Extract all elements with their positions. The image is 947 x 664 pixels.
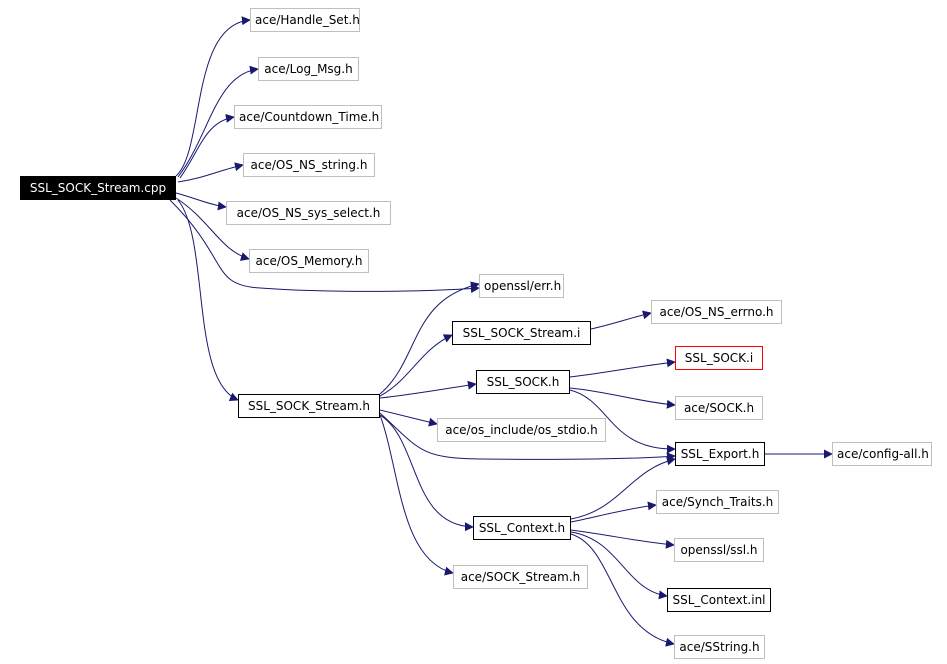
node-sstring-h[interactable]: ace/SString.h	[674, 635, 765, 659]
node-os-memory-h[interactable]: ace/OS_Memory.h	[249, 249, 369, 273]
node-ssl-export-h[interactable]: SSL_Export.h	[675, 442, 765, 466]
edge-context-sstring	[570, 533, 675, 647]
edge-stream-h-openssl-err	[379, 281, 480, 395]
edge-root-os-ns-sys-select	[175, 192, 227, 211]
node-ssl-sock-stream-i[interactable]: SSL_SOCK_Stream.i	[452, 321, 591, 345]
node-ssl-context-inl[interactable]: SSL_Context.inl	[667, 588, 771, 612]
edge-context-synch-traits	[570, 501, 657, 523]
node-ssl-sock-stream-h[interactable]: SSL_SOCK_Stream.h	[238, 394, 380, 418]
node-countdown-time-h[interactable]: ace/Countdown_Time.h	[234, 105, 382, 129]
node-ssl-sock-stream-cpp[interactable]: SSL_SOCK_Stream.cpp	[20, 176, 176, 200]
node-synch-traits-h[interactable]: ace/Synch_Traits.h	[656, 490, 779, 514]
edge-root-os-memory	[175, 197, 250, 261]
node-ace-sock-stream-h[interactable]: ace/SOCK_Stream.h	[453, 565, 588, 589]
edge-ssl-sock-h-ace-sock	[569, 387, 676, 409]
edge-ssl-sock-h-ssl-export	[569, 389, 676, 454]
edge-root-openssl-err	[169, 199, 480, 294]
edge-root-os-ns-string	[177, 162, 244, 183]
edge-ssl-sock-h-ssl-sock-i	[569, 358, 676, 378]
edge-root-ssl-sock-stream-h	[177, 199, 239, 402]
node-os-stdio-h[interactable]: ace/os_include/os_stdio.h	[437, 418, 606, 442]
node-openssl-err-h[interactable]: openssl/err.h	[479, 274, 564, 298]
edge-context-openssl-ssl	[570, 529, 675, 549]
edge-root-countdown-time	[179, 113, 235, 179]
edge-root-log-msg	[177, 65, 259, 178]
node-os-ns-sys-select-h[interactable]: ace/OS_NS_sys_select.h	[226, 201, 391, 225]
node-ssl-context-h[interactable]: SSL_Context.h	[473, 516, 571, 540]
edge-stream-h-ace-sock-stream	[379, 414, 454, 576]
edge-stream-h-ssl-context-h	[379, 414, 474, 532]
node-openssl-ssl-h[interactable]: openssl/ssl.h	[674, 538, 764, 562]
edge-stream-h-os-stdio	[379, 409, 438, 427]
node-ssl-sock-i[interactable]: SSL_SOCK.i	[675, 346, 763, 370]
node-handle-set-h[interactable]: ace/Handle_Set.h	[250, 8, 360, 32]
node-log-msg-h[interactable]: ace/Log_Msg.h	[258, 57, 359, 81]
edge-context-context-inl	[570, 531, 668, 600]
edge-stream-h-stream-i	[379, 334, 453, 397]
edge-stream-h-ssl-export	[379, 412, 676, 462]
node-os-ns-string-h[interactable]: ace/OS_NS_string.h	[243, 153, 375, 177]
node-ssl-sock-h[interactable]: SSL_SOCK.h	[476, 370, 570, 394]
edge-root-handle-set	[175, 16, 251, 177]
node-ace-sock-h[interactable]: ace/SOCK.h	[675, 396, 763, 420]
edge-stream-h-ssl-sock-h	[379, 380, 477, 399]
node-os-ns-errno-h[interactable]: ace/OS_NS_errno.h	[651, 300, 782, 324]
edge-context-ssl-export	[570, 456, 676, 520]
edge-stream-i-os-ns-errno	[590, 310, 652, 330]
node-config-all-h[interactable]: ace/config-all.h	[832, 442, 932, 466]
